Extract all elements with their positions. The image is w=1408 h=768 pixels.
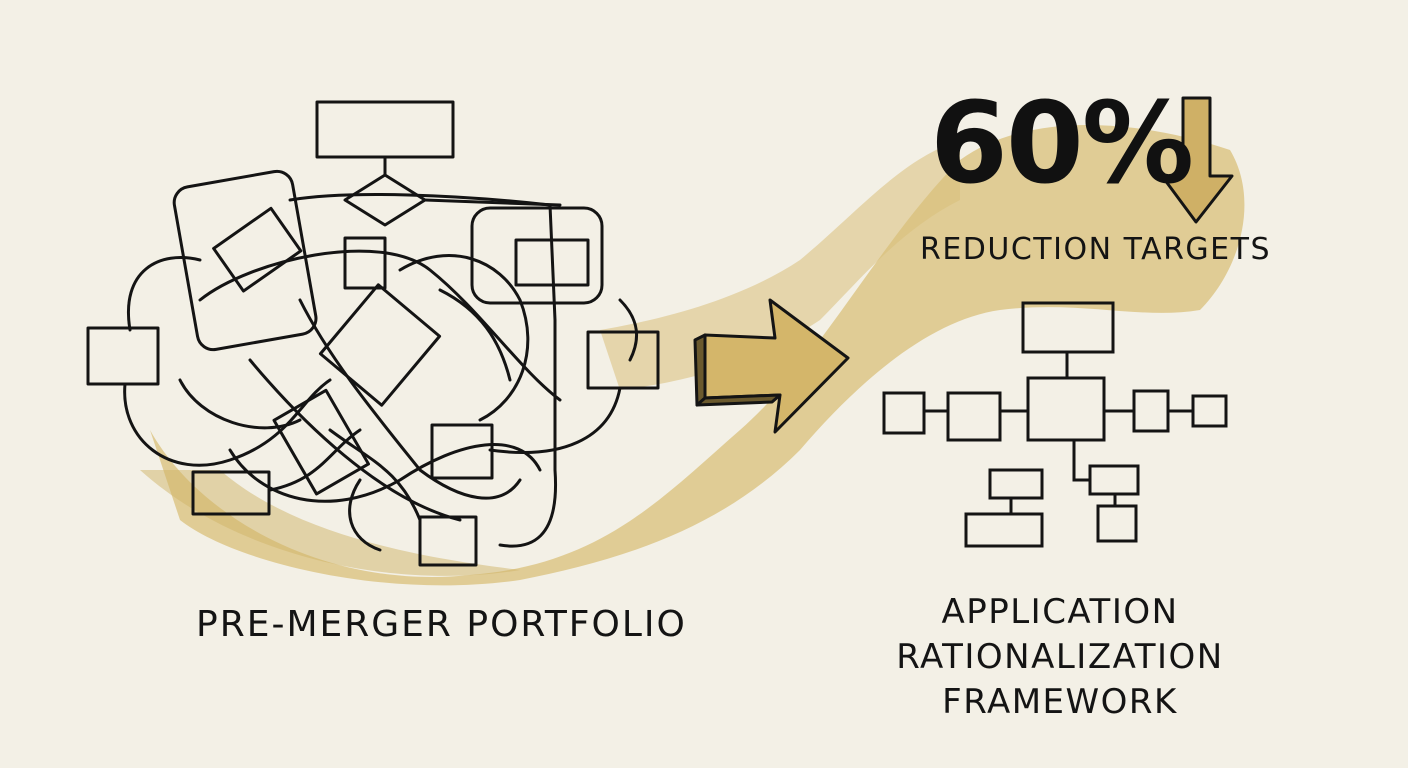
framework-label-line1: APPLICATION RATIONALIZATION (896, 592, 1224, 677)
decision-diamond (343, 173, 427, 227)
pre-merger-network-diagram (86, 100, 660, 567)
down-arrow-icon (1160, 96, 1234, 224)
watercolor-wash (140, 125, 1245, 586)
right-arrow-icon (693, 298, 850, 434)
rationalization-framework-diagram (882, 301, 1228, 548)
framework-label: APPLICATION RATIONALIZATION FRAMEWORK (795, 590, 1325, 725)
pre-merger-portfolio-label: PRE-MERGER PORTFOLIO (196, 604, 687, 645)
framework-label-line2: FRAMEWORK (942, 682, 1178, 722)
reduction-metric-value: 60% (930, 79, 1194, 209)
reduction-metric-label: REDUCTION TARGETS (920, 232, 1272, 267)
top-box (315, 100, 455, 159)
